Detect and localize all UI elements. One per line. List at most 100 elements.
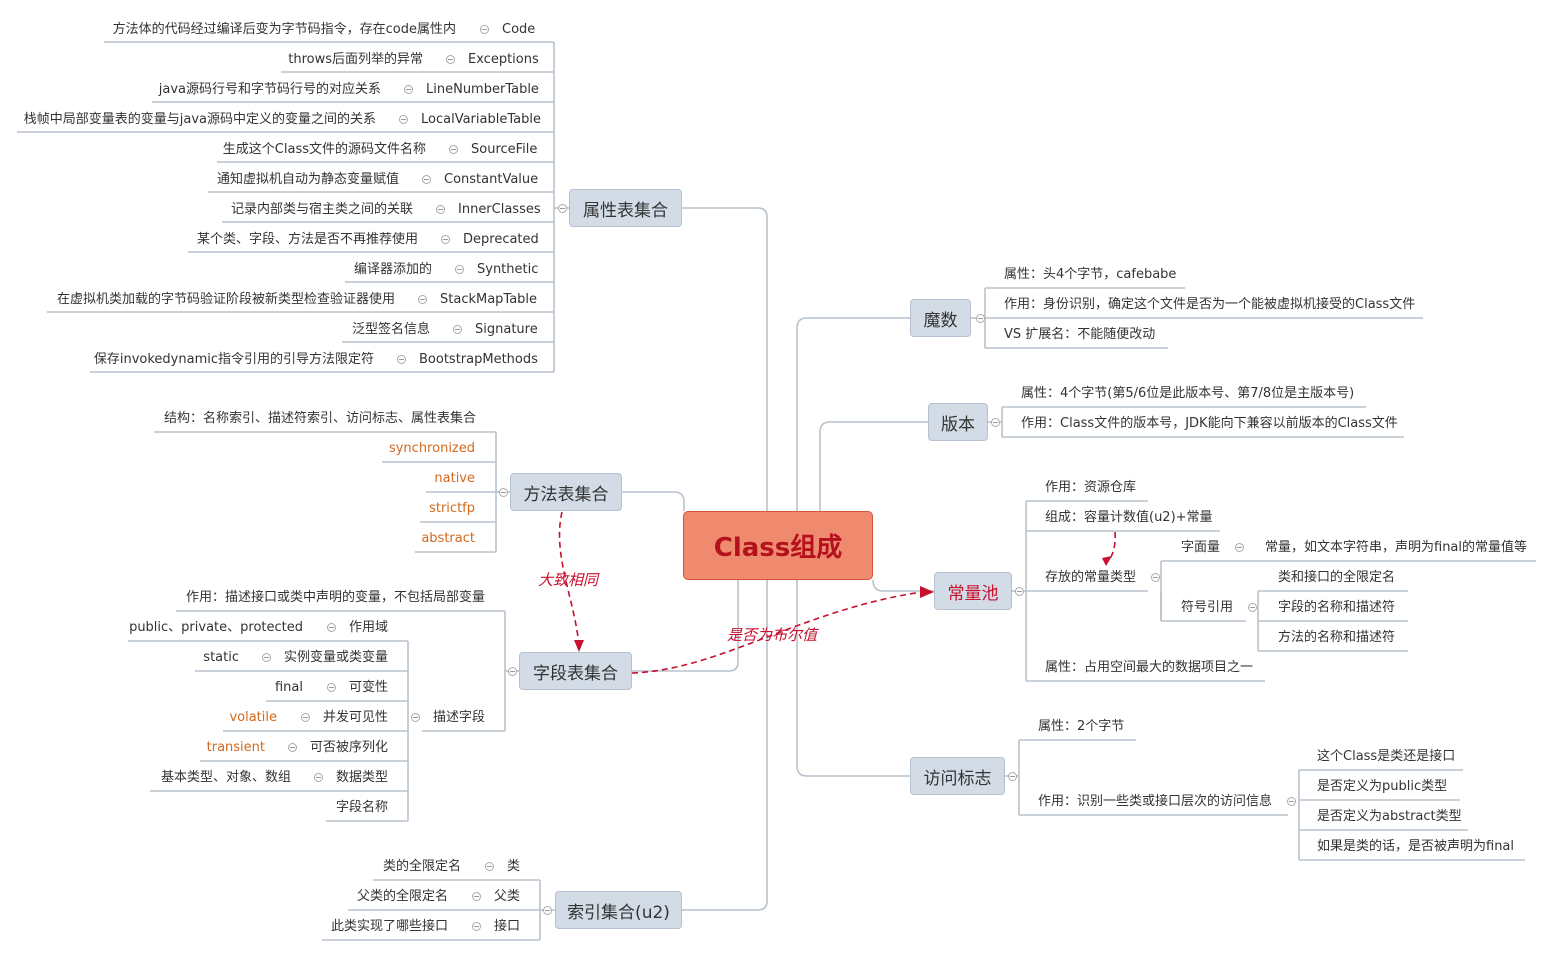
constant-pool-node[interactable]: 常量池 [934, 572, 1012, 610]
symbol-method: 方法的名称和描述符 [1278, 630, 1396, 645]
attr-name-exceptions: Exceptions [468, 52, 539, 67]
collapse-toggle-icon[interactable] [1015, 587, 1024, 596]
collapse-toggle-icon[interactable] [543, 906, 552, 915]
collapse-toggle-icon[interactable] [441, 235, 450, 244]
collapse-toggle-icon[interactable] [436, 205, 445, 214]
field-static-value: static [203, 650, 239, 665]
collapse-toggle-icon[interactable] [327, 683, 336, 692]
relation-similar-label: 大致相同 [538, 571, 599, 589]
symbol-class-interface: 类和接口的全限定名 [1278, 570, 1396, 585]
field-describe-label: 描述字段 [433, 710, 486, 725]
magic-vs-extension: VS 扩展名：不能随便改动 [1004, 327, 1156, 342]
method-structure: 结构：名称索引、描述符索引、访问标志、属性表集合 [163, 411, 476, 426]
collapse-toggle-icon[interactable] [262, 653, 271, 662]
magic-usage: 作用：身份识别，确定这个文件是否为一个能被虚拟机接受的Class文件 [1004, 297, 1416, 312]
collapse-toggle-icon[interactable] [472, 922, 481, 931]
collapse-toggle-icon[interactable] [397, 355, 406, 364]
collapse-toggle-icon[interactable] [446, 55, 455, 64]
attr-desc-stackmaptable: 在虚拟机类加载的字节码验证阶段被新类型检查验证器使用 [56, 292, 395, 307]
collapse-toggle-icon[interactable] [301, 713, 310, 722]
method-flag-synchronized: synchronized [388, 441, 475, 456]
collapse-toggle-icon[interactable] [411, 713, 420, 722]
magic-node[interactable]: 魔数 [910, 299, 971, 337]
index-interface-name: 接口 [494, 919, 521, 934]
attr-desc-sourcefile: 生成这个Class文件的源码文件名称 [222, 142, 426, 157]
root-node[interactable]: Class组成 [683, 511, 873, 580]
symbol-reference-label: 符号引用 [1181, 600, 1234, 615]
collapse-toggle-icon[interactable] [1235, 543, 1244, 552]
collapse-toggle-icon[interactable] [1248, 603, 1257, 612]
access-flag-public: 是否定义为public类型 [1317, 779, 1448, 794]
attr-name-sourcefile: SourceFile [471, 142, 538, 157]
field-final-value: final [274, 680, 303, 695]
collapse-toggle-icon[interactable] [508, 667, 517, 676]
attribute-table-node[interactable]: 属性表集合 [569, 189, 682, 227]
index-class-name: 类 [507, 859, 521, 874]
attr-desc-deprecated: 某个类、字段、方法是否不再推荐使用 [196, 232, 418, 247]
field-volatile-name: 并发可见性 [323, 710, 389, 725]
attr-name-linenumbertable: LineNumberTable [426, 82, 539, 97]
field-transient-name: 可否被序列化 [310, 740, 389, 755]
version-usage: 作用：Class文件的版本号，JDK能向下兼容以前版本的Class文件 [1021, 416, 1398, 431]
collapse-toggle-icon[interactable] [453, 325, 462, 334]
attr-desc-localvariabletable: 栈帧中局部变量表的变量与java源码中定义的变量之间的关系 [23, 112, 376, 127]
collapse-toggle-icon[interactable] [480, 25, 489, 34]
collapse-toggle-icon[interactable] [1008, 772, 1017, 781]
access-flag-final: 如果是类的话，是否被声明为final [1317, 839, 1515, 854]
field-datatype-name: 数据类型 [336, 770, 389, 785]
collapse-toggle-icon[interactable] [485, 862, 494, 871]
version-node[interactable]: 版本 [928, 403, 988, 441]
method-flag-native: native [434, 471, 475, 486]
constant-types-label: 存放的常量类型 [1045, 570, 1137, 585]
field-static-name: 实例变量或类变量 [284, 650, 389, 665]
method-flag-abstract: abstract [421, 531, 475, 546]
collapse-toggle-icon[interactable] [422, 175, 431, 184]
field-transient-value: transient [206, 740, 265, 755]
attr-name-deprecated: Deprecated [463, 232, 539, 247]
collapse-toggle-icon[interactable] [1287, 797, 1296, 806]
index-class-desc: 类的全限定名 [382, 859, 461, 874]
field-table-node[interactable]: 字段表集合 [519, 652, 632, 690]
attr-desc-innerclasses: 记录内部类与宿主类之间的关联 [230, 202, 413, 217]
method-table-node[interactable]: 方法表集合 [510, 473, 622, 511]
collapse-toggle-icon[interactable] [404, 85, 413, 94]
collapse-toggle-icon[interactable] [418, 295, 427, 304]
index-interface-desc: 此类实现了哪些接口 [330, 919, 448, 934]
attr-name-synthetic: Synthetic [477, 262, 539, 277]
collapse-toggle-icon[interactable] [558, 204, 567, 213]
collapse-toggle-icon[interactable] [499, 488, 508, 497]
collapse-toggle-icon[interactable] [991, 418, 1000, 427]
collapse-toggle-icon[interactable] [288, 743, 297, 752]
collapse-toggle-icon[interactable] [314, 773, 323, 782]
attr-name-code: Code [502, 22, 536, 37]
collapse-toggle-icon[interactable] [455, 265, 464, 274]
access-flags-attr: 属性：2个字节 [1038, 719, 1125, 734]
collapse-toggle-icon[interactable] [472, 892, 481, 901]
field-datatype-value: 基本类型、对象、数组 [160, 770, 291, 785]
constant-pool-composition: 组成：容量计数值(u2)+常量 [1045, 510, 1213, 525]
index-superclass-desc: 父类的全限定名 [356, 889, 448, 904]
attr-desc-bootstrapmethods: 保存invokedynamic指令引用的引导方法限定符 [93, 352, 374, 367]
version-attr: 属性：4个字节(第5/6位是此版本号、第7/8位是主版本号) [1021, 386, 1355, 401]
constant-pool-usage: 作用：资源仓库 [1045, 480, 1137, 495]
relation-boolean-label: 是否为布尔值 [727, 626, 818, 644]
collapse-toggle-icon[interactable] [1151, 573, 1160, 582]
collapse-toggle-icon[interactable] [399, 115, 408, 124]
collapse-toggle-icon[interactable] [327, 623, 336, 632]
magic-attr: 属性：头4个字节，cafebabe [1004, 267, 1177, 282]
collapse-toggle-icon[interactable] [976, 314, 985, 323]
attr-name-innerclasses: InnerClasses [458, 202, 541, 217]
symbol-field: 字段的名称和描述符 [1278, 600, 1396, 615]
collapse-toggle-icon[interactable] [449, 145, 458, 154]
attr-desc-signature: 泛型签名信息 [351, 322, 430, 337]
field-fieldname: 字段名称 [336, 800, 389, 815]
attr-desc-exceptions: throws后面列举的异常 [288, 52, 423, 67]
access-flags-node[interactable]: 访问标志 [910, 757, 1005, 795]
method-flag-strictfp: strictfp [429, 501, 475, 516]
access-flag-class-or-interface: 这个Class是类还是接口 [1317, 749, 1456, 764]
index-set-node[interactable]: 索引集合(u2) [555, 891, 682, 929]
attr-desc-linenumbertable: java源码行号和字节码行号的对应关系 [158, 82, 381, 97]
field-scope-name: 作用域 [349, 620, 389, 635]
attr-name-localvariabletable: LocalVariableTable [421, 112, 541, 127]
